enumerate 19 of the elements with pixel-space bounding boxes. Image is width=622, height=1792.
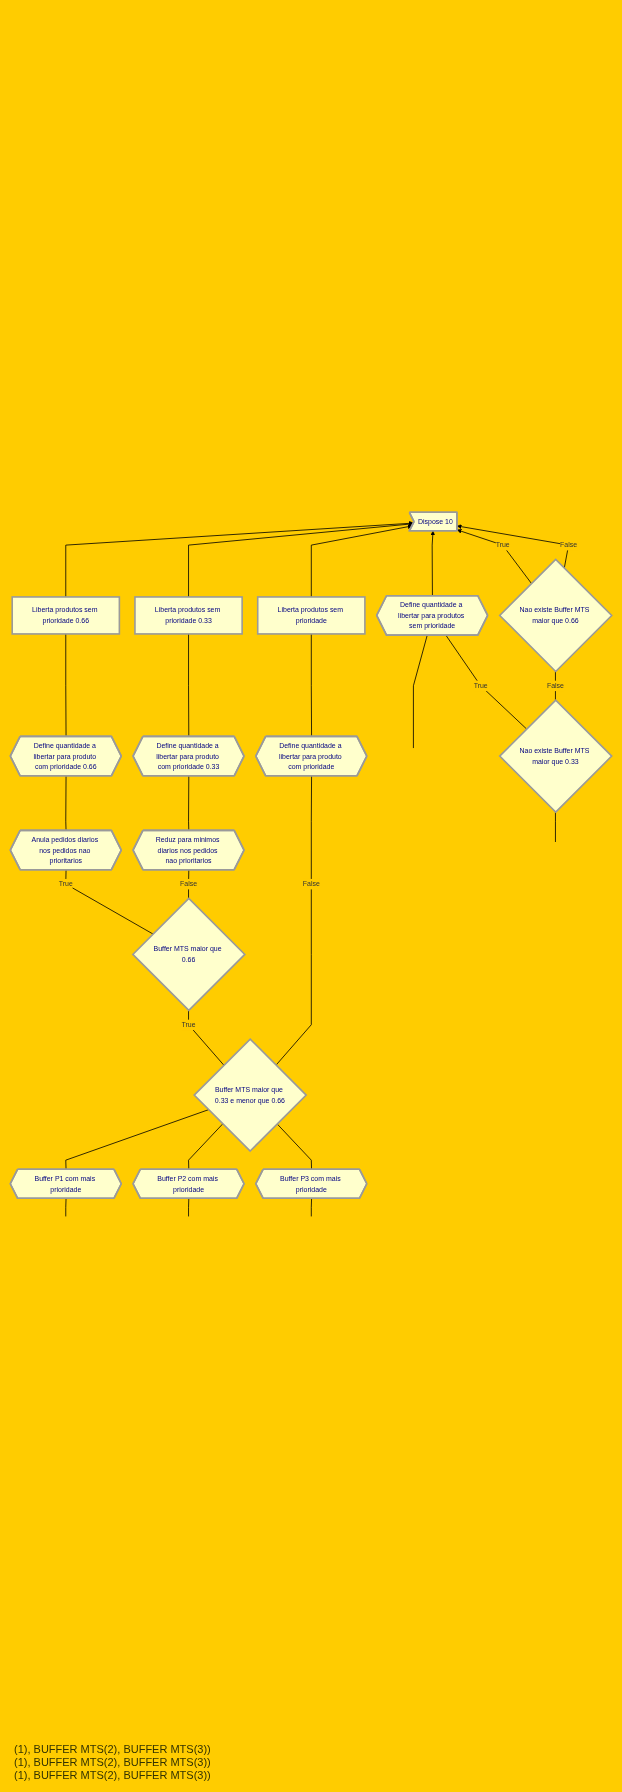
connector — [310, 633, 312, 737]
connector — [555, 811, 556, 842]
note-text: (1), BUFFER MTS(2), BUFFER MTS(3)) — [14, 1743, 212, 1755]
connector — [188, 1009, 225, 1066]
note-text: (1), BUFFER MTS(2), BUFFER MTS(3)) — [14, 1769, 212, 1781]
connector — [276, 1123, 312, 1170]
connector — [188, 633, 190, 737]
connector — [65, 1108, 209, 1170]
connector — [65, 869, 154, 934]
connector — [188, 1197, 190, 1217]
connector — [188, 869, 190, 899]
connector — [310, 1197, 312, 1217]
connector — [413, 634, 428, 749]
connector — [275, 775, 312, 1066]
connector — [188, 775, 190, 831]
connector — [445, 634, 527, 729]
connector — [555, 670, 556, 701]
note-text: (1), BUFFER MTS(2), BUFFER MTS(3)) — [14, 1756, 212, 1768]
connector — [188, 1123, 224, 1170]
